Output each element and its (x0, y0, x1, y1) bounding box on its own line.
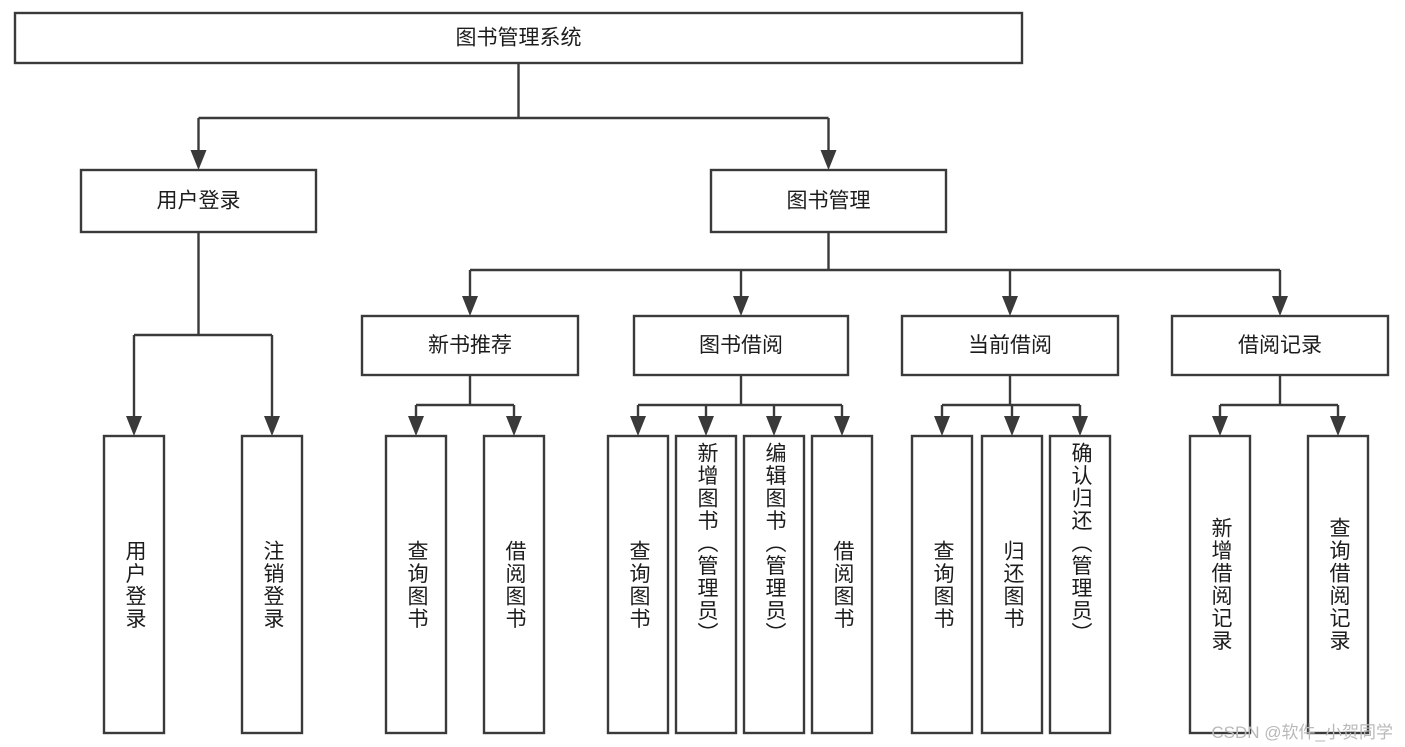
node-label-book-borrow: 图书借阅 (699, 334, 783, 357)
node-box-leaf-query-book-3[interactable] (910, 434, 974, 735)
node-box-leaf-borrow-book-1[interactable] (482, 434, 546, 735)
arrow-head-icon (1002, 296, 1018, 316)
connector-layer (126, 63, 1346, 436)
arrow-head-icon (190, 150, 207, 170)
node-label-user-login: 用户登录 (157, 190, 241, 213)
arrow-head-icon (698, 416, 714, 436)
arrow-head-icon (264, 416, 280, 436)
watermark-text: CSDN @软件_小贺同学 (1211, 723, 1393, 742)
arrow-head-icon (820, 150, 837, 170)
node-box-leaf-borrow-book-2[interactable] (810, 434, 874, 735)
arrow-head-icon (408, 416, 424, 436)
node-label-book-manage: 图书管理 (787, 190, 871, 213)
node-box-leaf-add-record[interactable] (1188, 434, 1252, 735)
arrow-head-icon (462, 296, 478, 316)
node-box-leaf-logout[interactable] (240, 434, 304, 735)
node-box-borrow-record[interactable] (1170, 314, 1390, 377)
arrow-head-icon (934, 416, 950, 436)
node-box-leaf-edit-book[interactable] (742, 434, 806, 735)
node-box-root[interactable] (13, 11, 1024, 65)
arrow-head-icon (834, 416, 850, 436)
arrow-head-icon (1004, 416, 1020, 436)
node-box-leaf-return-book[interactable] (980, 434, 1044, 735)
arrow-head-icon (630, 416, 646, 436)
node-box-new-book-rec[interactable] (360, 314, 580, 377)
arrow-head-icon (1330, 416, 1346, 436)
node-box-leaf-query-record[interactable] (1306, 434, 1370, 735)
arrow-head-icon (766, 416, 782, 436)
arrow-head-icon (1072, 416, 1088, 436)
node-box-leaf-user-login[interactable] (102, 434, 166, 735)
arrow-head-icon (733, 296, 749, 316)
arrow-head-icon (126, 416, 142, 436)
node-box-current-borrow[interactable] (900, 314, 1120, 377)
node-box-book-borrow[interactable] (632, 314, 850, 377)
node-label-root: 图书管理系统 (456, 27, 582, 50)
node-box-user-login[interactable] (79, 168, 318, 234)
node-box-leaf-query-book-1[interactable] (384, 434, 448, 735)
node-box-leaf-confirm-return[interactable] (1048, 434, 1112, 735)
node-box-book-manage[interactable] (709, 168, 948, 234)
node-label-new-book-rec: 新书推荐 (428, 334, 512, 357)
arrow-head-icon (506, 416, 522, 436)
node-box-leaf-add-book[interactable] (674, 434, 738, 735)
node-label-borrow-record: 借阅记录 (1238, 334, 1322, 357)
arrow-head-icon (1272, 296, 1288, 316)
node-label-current-borrow: 当前借阅 (968, 334, 1052, 357)
arrow-head-icon (1212, 416, 1228, 436)
node-box-leaf-query-book-2[interactable] (606, 434, 670, 735)
